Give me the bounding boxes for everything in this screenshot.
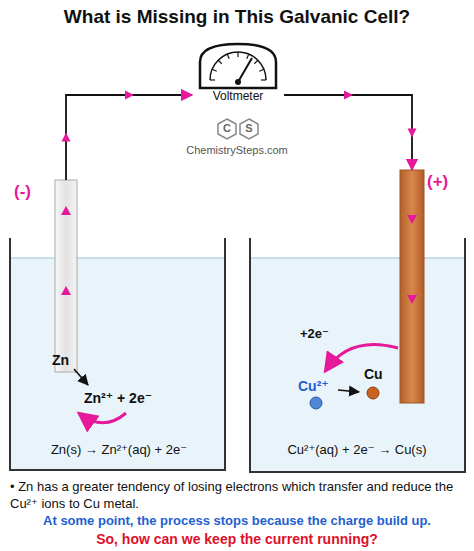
flow-arrow (408, 129, 417, 138)
wire (66, 95, 192, 180)
half-reaction: Zn(s) → Zn²⁺(aq) + 2e⁻ (51, 442, 187, 458)
half-cell: (+) +2e⁻ Cu²⁺ CuCu²⁺(aq) + 2e⁻ → Cu(s) (246, 170, 468, 472)
logo-hexagons (218, 119, 258, 139)
flow-arrow (62, 133, 71, 142)
ion-label: Cu²⁺ (298, 378, 329, 395)
logo-letter: S (243, 122, 255, 135)
flow-arrow (125, 91, 134, 100)
voltmeter-gauge (200, 44, 276, 88)
wire (284, 95, 412, 170)
half-reaction: Cu²⁺(aq) + 2e⁻ → Cu(s) (287, 442, 426, 458)
ion-label: Zn²⁺ + 2e⁻ (84, 390, 152, 407)
electrode-label: Zn (52, 352, 69, 369)
copper-beaker (250, 170, 465, 472)
flow-arrow (344, 91, 353, 100)
half-cell: (-) ZnZn²⁺ + 2e⁻ Zn(s) → Zn²⁺(aq) + 2e⁻ (8, 180, 230, 472)
metal-label: Cu (364, 366, 383, 383)
logo-letter: C (221, 122, 233, 135)
polarity-sign: (-) (14, 182, 31, 202)
electron-label: +2e⁻ (300, 326, 329, 342)
voltmeter: Voltmeter (192, 40, 284, 106)
polarity-sign: (+) (427, 172, 448, 192)
diagram-title: What is Missing in This Galvanic Cell? (0, 6, 474, 29)
watermark: ChemistrySteps.com (167, 144, 307, 157)
note-question: So, how can we keep the current running? (2, 531, 472, 548)
meter-label: Voltmeter (192, 89, 284, 103)
zinc-beaker (10, 180, 225, 470)
note-blue: At some point, the process stops because… (2, 513, 472, 529)
bullet-note: • Zn has a greater tendency of losing el… (10, 478, 466, 512)
